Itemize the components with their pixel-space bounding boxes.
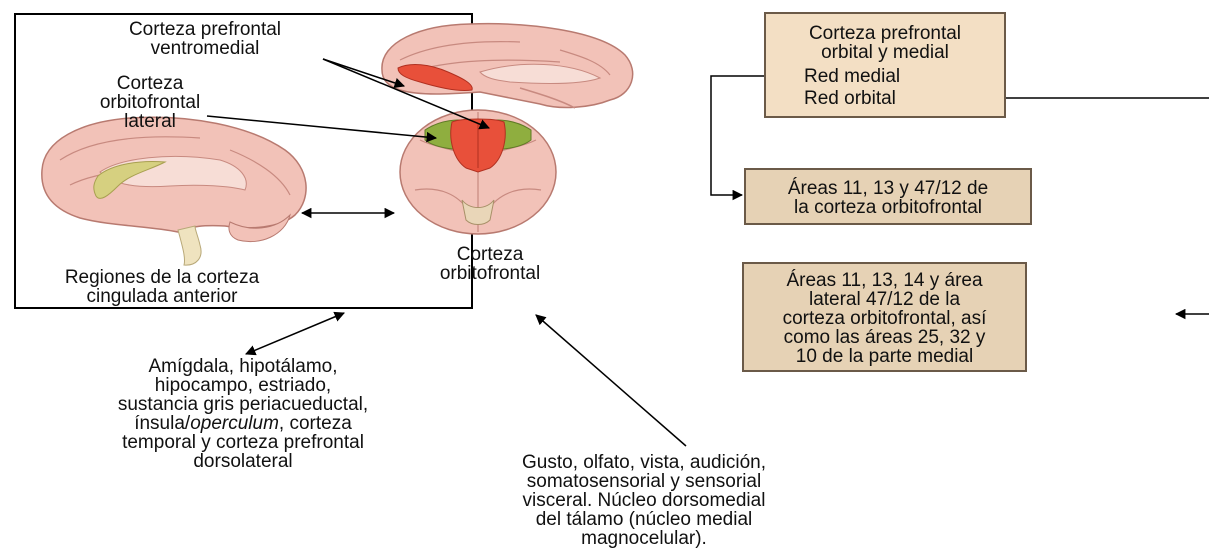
sensory-line2: somatosensorial y sensorial: [484, 472, 804, 491]
areas-orbital-line2: lateral 47/12 de la: [744, 290, 1025, 309]
amygdala-line4-post: , corteza: [279, 413, 352, 434]
areas-orbital-line4: como las áreas 25, 32 y: [744, 328, 1025, 347]
areas-orbital-line5: 10 de la parte medial: [744, 347, 1025, 366]
sensory-group-text: Gusto, olfato, vista, audición, somatose…: [484, 453, 804, 548]
sensory-line4: del tálamo (núcleo medial: [484, 510, 804, 529]
amygdala-connection-arrow: [246, 313, 344, 354]
label-lateral-ofc-line3: lateral: [80, 112, 220, 131]
amygdala-line4-pre: ínsula/: [134, 413, 190, 434]
label-ofc-line1: Corteza: [420, 245, 560, 264]
amygdala-line1: Amígdala, hipotálamo,: [58, 357, 428, 376]
label-lateral-ofc-line2: orbitofrontal: [80, 93, 220, 112]
label-lateral-ofc: Corteza orbitofrontal lateral: [80, 74, 220, 131]
areas-orbital-box: Áreas 11, 13, 14 y área lateral 47/12 de…: [742, 262, 1027, 372]
network-box: Corteza prefrontal orbital y medial Red …: [764, 12, 1006, 118]
areas-orbital-line1: Áreas 11, 13, 14 y área: [744, 271, 1025, 290]
label-vm-pfc-line2: ventromedial: [80, 39, 330, 58]
sensory-line5: magnocelular).: [484, 529, 804, 548]
amygdala-line3: sustancia gris periacueductal,: [58, 395, 428, 414]
network-box-header-line1: Corteza prefrontal: [766, 24, 1004, 43]
network-orbital-label: Red orbital: [766, 89, 1004, 108]
amygdala-line6: dorsolateral: [58, 452, 428, 471]
amygdala-line4-italic: operculum: [190, 413, 279, 434]
amygdala-line5: temporal y corteza prefrontal: [58, 433, 428, 452]
sensory-input-arrow: [536, 315, 686, 446]
areas-medial-line1: Áreas 11, 13 y 47/12 de: [746, 179, 1030, 198]
label-cingulate-line1: Regiones de la corteza: [22, 268, 302, 287]
label-cingulate-line2: cingulada anterior: [22, 287, 302, 306]
amygdala-group-text: Amígdala, hipotálamo, hipocampo, estriad…: [58, 357, 428, 471]
label-cingulate: Regiones de la corteza cingulada anterio…: [22, 268, 302, 306]
areas-medial-line2: la corteza orbitofrontal: [746, 198, 1030, 217]
label-vm-pfc-line1: Corteza prefrontal: [80, 20, 330, 39]
amygdala-line4: ínsula/operculum, corteza: [58, 414, 428, 433]
areas-medial-box: Áreas 11, 13 y 47/12 de la corteza orbit…: [744, 168, 1032, 225]
sensory-line3: visceral. Núcleo dorsomedial: [484, 491, 804, 510]
amygdala-line2: hipocampo, estriado,: [58, 376, 428, 395]
label-lateral-ofc-line1: Corteza: [80, 74, 220, 93]
sensory-line1: Gusto, olfato, vista, audición,: [484, 453, 804, 472]
label-ofc: Corteza orbitofrontal: [420, 245, 560, 283]
network-medial-label: Red medial: [766, 67, 1004, 86]
label-vm-pfc: Corteza prefrontal ventromedial: [80, 20, 330, 58]
label-ofc-line2: orbitofrontal: [420, 264, 560, 283]
network-box-header-line2: orbital y medial: [766, 43, 1004, 62]
areas-orbital-line3: corteza orbitofrontal, así: [744, 309, 1025, 328]
